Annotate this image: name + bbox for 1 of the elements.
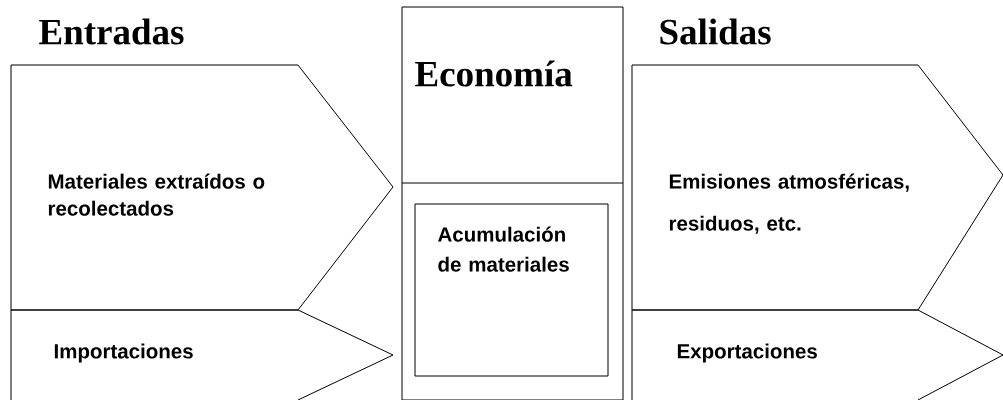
inner-box: Acumulación de materiales [414,203,609,377]
